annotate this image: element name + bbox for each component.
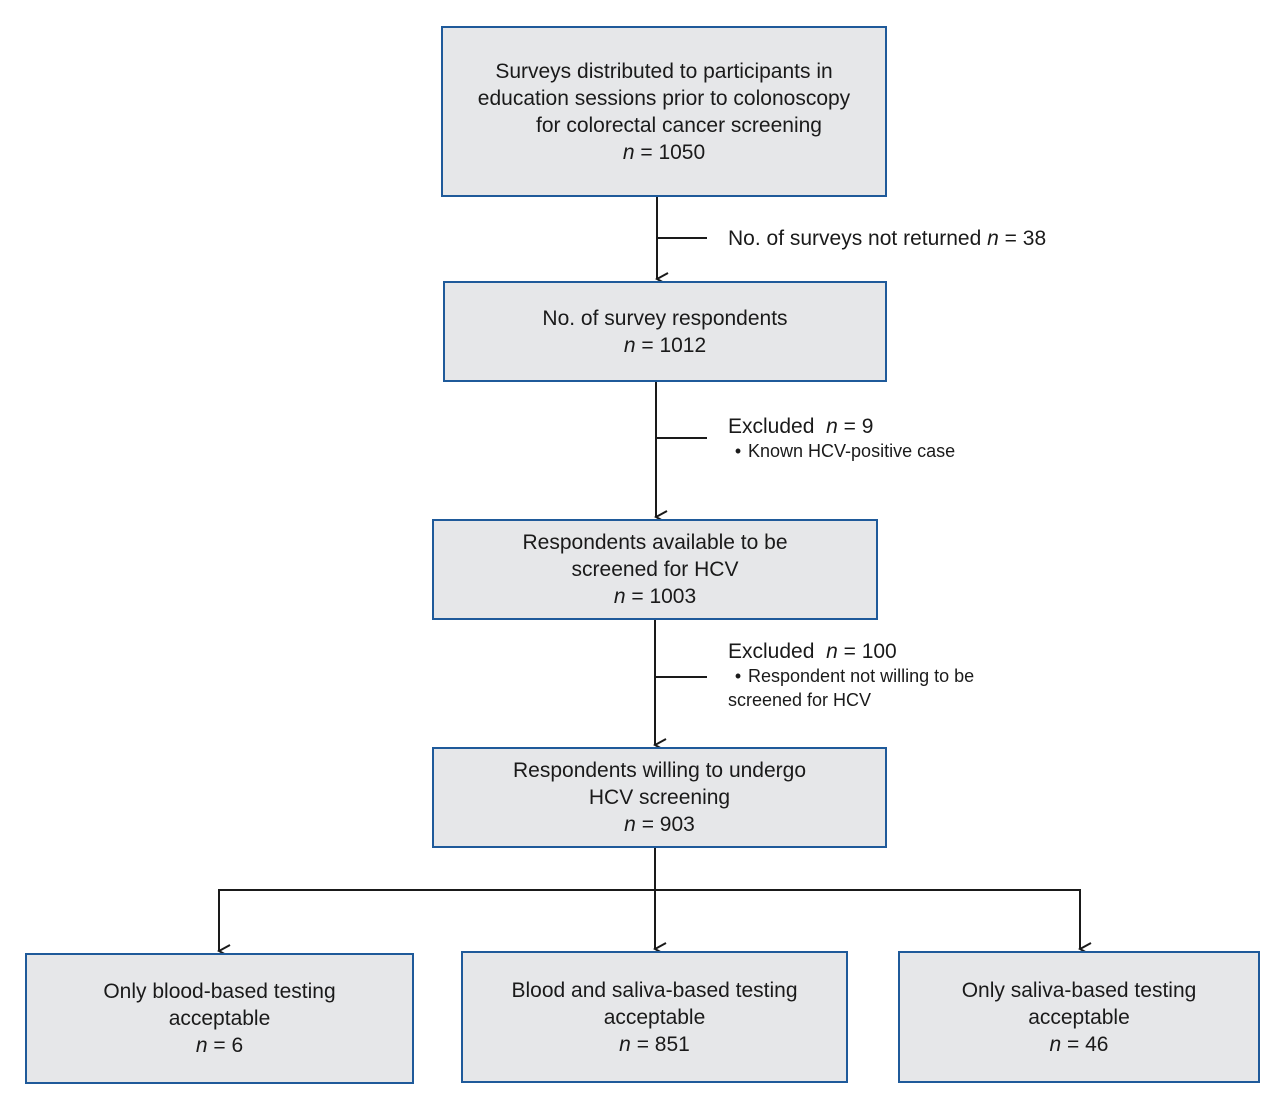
n-value: = 1003 — [631, 585, 697, 608]
note-text: No. of surveys not returned — [728, 227, 982, 250]
box-count: n = 46 — [1050, 1031, 1109, 1058]
n-symbol: n — [826, 415, 838, 438]
n-symbol: n — [195, 1034, 208, 1057]
box-text-line: Surveys distributed to participants in — [495, 59, 833, 83]
box-respondents-willing: Respondents willing to undergo HCV scree… — [432, 747, 887, 848]
box-count: n = 903 — [624, 811, 695, 838]
n-symbol: n — [619, 1032, 631, 1056]
box-text-line: Blood and saliva-based testing — [511, 978, 798, 1002]
box-count: n = 1050 — [623, 139, 705, 166]
box-text-line: screened for HCV — [571, 558, 739, 581]
n-symbol: n — [1049, 1032, 1062, 1056]
note-heading: Excluded — [728, 640, 815, 663]
reason-text: Respondent not willing to be — [748, 666, 975, 686]
bullet-icon: • — [734, 666, 742, 686]
box-respondents-available: Respondents available to be screened for… — [432, 519, 878, 620]
n-value: = 1012 — [641, 333, 707, 357]
box-count: n = 6 — [196, 1032, 243, 1059]
n-symbol: n — [622, 140, 635, 164]
n-symbol: n — [613, 585, 626, 608]
box-count: n = 1012 — [624, 332, 706, 359]
n-symbol: n — [987, 227, 999, 250]
n-value: = 100 — [843, 640, 897, 663]
box-text-line: Respondents available to be — [522, 531, 788, 554]
n-symbol: n — [623, 333, 636, 357]
note-excluded-known-positive: Excluded n = 9 • Known HCV-positive case — [728, 414, 955, 463]
box-text-line: Respondents willing to undergo — [512, 759, 807, 782]
box-text-line: education sessions prior to colonoscopy — [477, 86, 851, 110]
box-text-line: No. of survey respondents — [542, 306, 788, 330]
exclusion-reason: • Respondent not willing to be — [728, 664, 974, 688]
box-text-line: HCV screening — [588, 786, 731, 809]
n-value: = 851 — [636, 1032, 690, 1056]
box-survey-respondents: No. of survey respondents n = 1012 — [443, 281, 887, 382]
box-blood-and-saliva: Blood and saliva-based testing acceptabl… — [461, 951, 848, 1083]
box-text-line: acceptable — [168, 1007, 271, 1030]
box-text-line: Only saliva-based testing — [961, 978, 1197, 1002]
n-symbol: n — [624, 813, 636, 836]
note-heading: Excluded — [728, 415, 815, 438]
exclusion-reason: • Known HCV-positive case — [728, 439, 955, 463]
n-value: = 903 — [641, 813, 695, 836]
box-text-line: for colorectal cancer screening — [536, 113, 822, 137]
bullet-icon: • — [734, 441, 742, 461]
note-surveys-not-returned: No. of surveys not returned n = 38 — [728, 226, 1046, 251]
n-value: = 38 — [1004, 227, 1047, 250]
n-value: = 46 — [1067, 1032, 1109, 1056]
n-value: = 6 — [213, 1034, 244, 1057]
box-surveys-distributed: Surveys distributed to participants in e… — [441, 26, 887, 197]
note-excluded-not-willing: Excluded n = 100 • Respondent not willing… — [728, 639, 974, 712]
box-count: n = 1003 — [614, 583, 696, 610]
box-text-line: Only blood-based testing — [103, 980, 336, 1003]
n-value: = 1050 — [640, 140, 706, 164]
n-symbol: n — [826, 640, 838, 663]
box-count: n = 851 — [619, 1031, 690, 1058]
box-blood-only: Only blood-based testing acceptable n = … — [25, 953, 414, 1084]
reason-text-continued: screened for HCV — [728, 690, 872, 710]
n-value: = 9 — [843, 415, 874, 438]
reason-text: Known HCV-positive case — [748, 441, 956, 461]
box-text-line: acceptable — [1028, 1005, 1130, 1029]
box-text-line: acceptable — [603, 1005, 706, 1029]
box-saliva-only: Only saliva-based testing acceptable n =… — [898, 951, 1260, 1083]
